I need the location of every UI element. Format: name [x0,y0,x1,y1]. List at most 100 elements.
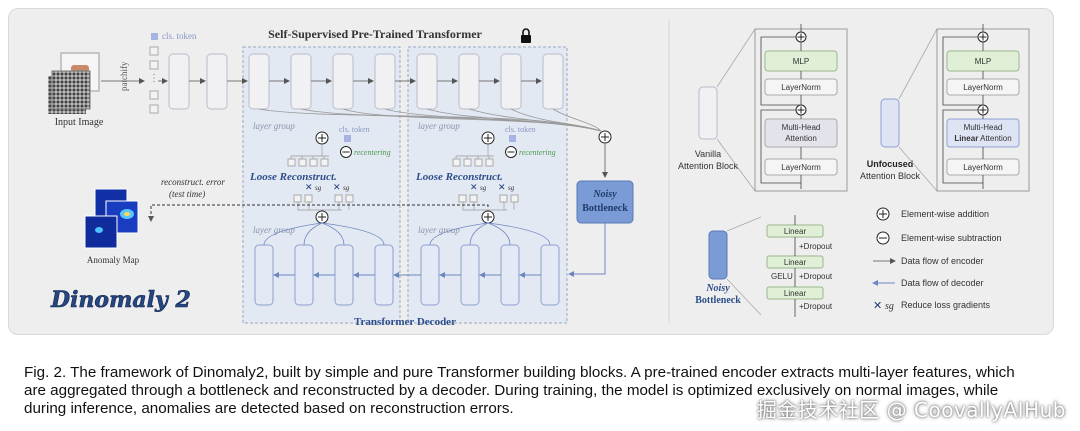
legend-enc-label: Data flow of encoder [901,256,984,266]
legend-sg-label: Reduce loss gradients [901,300,991,310]
decoder-title: Transformer Decoder [354,316,456,328]
noisy-bottleneck-label-1: Noisy [592,189,617,200]
layer-group-label-3: layer group [253,225,295,235]
vanilla-block-icon [698,86,718,140]
recon-error-line [148,204,489,222]
unfocused-layernorm-top-label: LayerNorm [963,83,1003,92]
dropout-1-label: +Dropout [799,242,833,251]
recon-error-label-1: reconstruct. error [161,177,225,187]
unfocused-mha-label-2: Linear Attention [954,134,1011,143]
layer-group-label-4: layer group [418,225,460,235]
sub-circle-2 [505,146,517,158]
vanilla-label-1: Vanilla [695,149,721,159]
noisy-detail-label-1: Noisy [705,283,730,294]
add-circle-dec-2 [481,210,495,224]
linear-bold-word: Linear [954,134,978,143]
recentering-label-2: recentering [519,148,556,157]
tree-lines [290,144,515,220]
watermark: 掘金技术社区 @ CoovallyAIHub [756,398,1066,422]
linear-3-label: Linear [784,289,807,298]
vanilla-plus-mid [795,104,807,116]
loose-reconstruct-label-2: Loose Reconstruct. [415,171,503,183]
dropout-3-label: +Dropout [799,302,833,311]
add-circle-enc-2 [481,131,495,145]
add-circle-enc-1 [315,131,329,145]
cls-token-label: cls. token [162,31,197,41]
unfocused-flow [942,24,984,189]
sg-mark-1: ✕ [305,182,313,192]
patchify-label: patchify [119,61,129,91]
token-tree-2 [452,158,519,203]
unfocused-plus-top [977,31,989,43]
legend-sub-label: Element-wise subtraction [901,233,1002,243]
gelu-label: GELU [771,272,793,281]
legend-sg-icon: ✕ [873,300,882,312]
add-circle-dec-1 [315,210,329,224]
decoder-feedback [263,222,551,246]
vanilla-flow [760,24,802,189]
token-tree-1 [287,158,354,203]
caption-line-1: Fig. 2. The framework of Dinomaly2, buil… [24,364,1015,381]
add-circle-bottleneck [598,130,612,144]
unfocused-mlp-label: MLP [975,57,991,66]
vanilla-mha-label-2: Attention [785,134,817,143]
noisy-bottleneck-icon [708,230,728,280]
lock-icon [521,28,531,43]
unfocused-label-1: Unfocused [867,159,914,169]
patch-tokens [149,46,159,114]
sg-mark-2: ✕ [333,182,341,192]
recentering-label-1: recentering [354,148,391,157]
anomaly-map-label: Anomaly Map [87,255,140,265]
token-ellipsis: ⋮ [149,73,159,84]
sg-label-2: sg [343,184,350,192]
sg-label-4: sg [508,184,515,192]
vanilla-label-2: Attention Block [678,161,739,171]
layer-group-label-1: layer group [253,121,295,131]
figure-caption: Fig. 2. The framework of Dinomaly2, buil… [24,364,1064,418]
dinomaly-logo: Dinomaly 2 [50,287,191,313]
cls-token-square [151,33,158,40]
vanilla-layernorm-bottom-label: LayerNorm [781,163,821,172]
sub-circle-1 [340,146,352,158]
unfocused-mha-label-1: Multi-Head [964,123,1003,132]
unfocused-zoom-lines [898,28,938,192]
decoder-blocks [254,244,560,306]
unfocused-block-icon [880,98,900,148]
vanilla-zoom-lines [716,28,756,192]
unfocused-label-2: Attention Block [860,171,921,181]
sg-mark-4: ✕ [498,182,506,192]
linear-2-label: Linear [784,258,807,267]
bottleneck-curves [258,108,602,132]
input-image-label: Input Image [55,117,104,128]
legend-add-label: Element-wise addition [901,209,989,219]
vanilla-mha-label-1: Multi-Head [782,123,821,132]
anomaly-map-image [84,188,139,249]
unfocused-plus-mid [977,104,989,116]
dropout-2-label: +Dropout [799,272,833,281]
sg-label-1: sg [315,184,322,192]
cls-token-label-3: cls. token [505,125,536,134]
attention-word: Attention [980,134,1012,143]
noisy-zoom-lines [726,216,762,316]
unfocused-layernorm-bottom-label: LayerNorm [963,163,1003,172]
framework-diagram: Self-Supervised Pre-Trained Transformer … [48,19,1030,328]
input-image [48,52,100,114]
caption-line-3: during inference, anomalies are detected… [24,400,514,417]
sg-mark-3: ✕ [470,182,478,192]
legend-add-icon [876,207,890,221]
vanilla-mlp-label: MLP [793,57,809,66]
figure-panel: Self-Supervised Pre-Trained Transformer … [8,8,1054,335]
legend-dec-label: Data flow of decoder [901,278,984,288]
encoder-title: Self-Supervised Pre-Trained Transformer [268,27,482,41]
noisy-bottleneck-block [576,180,634,224]
linear-1-label: Linear [784,227,807,236]
encoder-blocks [168,53,564,110]
noisy-detail-label-2: Bottleneck [695,295,741,306]
legend-sub-icon [876,231,890,245]
vanilla-layernorm-top-label: LayerNorm [781,83,821,92]
cls-token-label-2: cls. token [339,125,370,134]
legend-sg-text: sg [885,301,894,312]
loose-reconstruct-label-1: Loose Reconstruct. [249,171,337,183]
noisy-bottleneck-label-2: Bottleneck [582,203,628,214]
sg-label-3: sg [480,184,487,192]
